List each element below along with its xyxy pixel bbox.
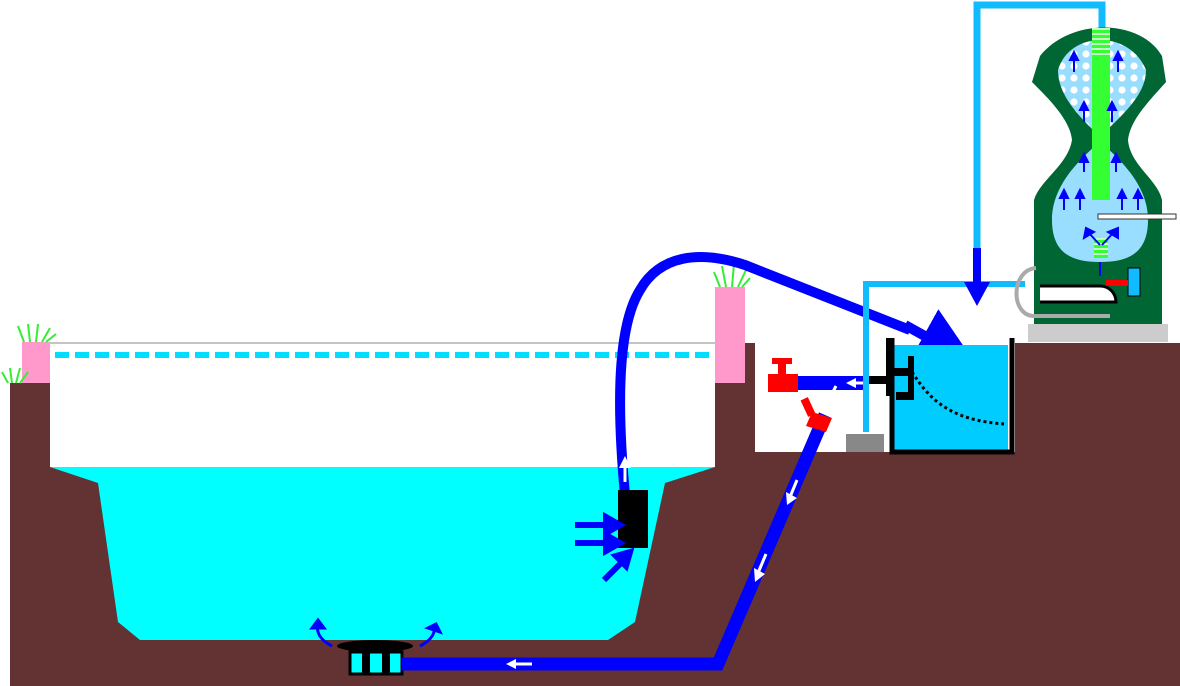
filter-base-plate	[1028, 324, 1168, 342]
plant-icon	[1, 323, 57, 384]
right-plant-pot	[715, 287, 745, 383]
filter-flow-arrows	[1058, 49, 1144, 276]
tank-inlet-fitting	[868, 338, 914, 400]
pump-inflow-arrows	[575, 511, 635, 583]
valve-icon	[768, 358, 798, 392]
plant-icon	[713, 263, 751, 288]
filter-inlet-manifold	[1014, 266, 1141, 319]
filter-drop-arrow	[964, 282, 990, 306]
pond-water	[50, 467, 715, 640]
filter-side-handle	[1097, 213, 1177, 220]
filter-top-return-line	[973, 1, 1106, 280]
lower-media-chamber	[1052, 145, 1148, 262]
filter-screen	[910, 371, 1005, 426]
valve-icon	[800, 397, 832, 432]
pump-outlet-hose	[615, 252, 912, 496]
left-plant-pot	[22, 342, 50, 383]
bio-tube	[1092, 28, 1110, 200]
tank-base-block	[846, 434, 884, 452]
tank-outlet-pipe	[786, 376, 866, 390]
drain-outflow-arrows	[309, 617, 443, 648]
submersible-pump-icon	[618, 490, 648, 548]
